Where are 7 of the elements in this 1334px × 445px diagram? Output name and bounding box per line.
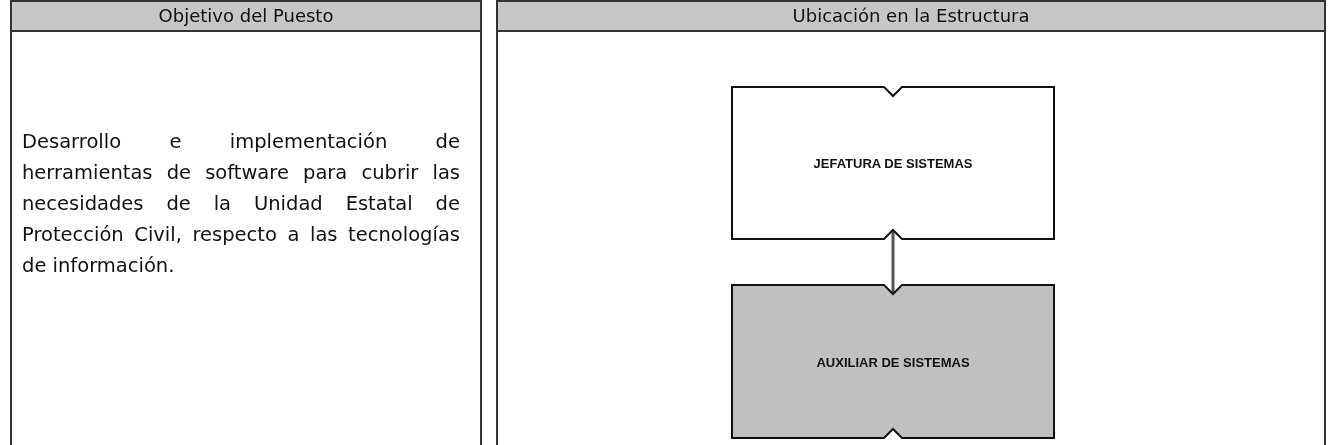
table-column <box>496 0 1326 445</box>
description-text: Desarrollo e implementación de herramientas de software para cubrir las necesidades de la Unidad Estatal de Protección Civil, respecto a las tecnologías de información. <box>22 129 460 279</box>
table-column <box>10 0 482 445</box>
column-header: Objetivo del Puesto <box>12 2 480 32</box>
position-title: JEFATURA DE SISTEMAS <box>812 155 974 171</box>
position-title: AUXILIAR DE SISTEMAS <box>815 354 971 369</box>
column-header: Ubicación en la Estructura <box>498 2 1324 32</box>
